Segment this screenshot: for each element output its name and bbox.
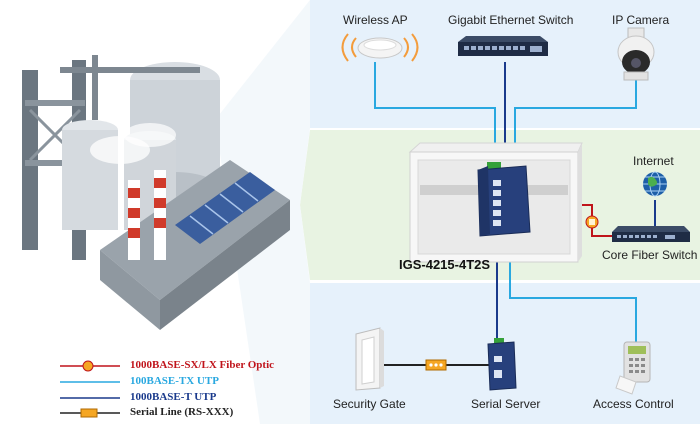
cable-access-control <box>509 235 637 342</box>
ip-camera-icon <box>617 27 655 81</box>
security-gate-icon <box>355 327 384 391</box>
wireless-ap-label: Wireless AP <box>343 13 408 27</box>
legend-label-serial: Serial Line (RS-XXX) <box>130 406 234 418</box>
legend-label-utp100: 100BASE-TX UTP <box>130 375 219 387</box>
security-gate-label: Security Gate <box>333 397 406 411</box>
gigabit-switch-icon <box>458 36 548 56</box>
wireless-ap-icon <box>341 33 419 62</box>
factory-illustration <box>22 55 290 330</box>
access-control-icon <box>615 341 651 395</box>
internet-globe-icon <box>643 171 667 197</box>
product-label: IGS-4215-4T2S <box>399 257 491 272</box>
serial-server-icon <box>487 338 517 391</box>
fiber-connector-icon <box>585 215 599 229</box>
core-fiber-switch-label: Core Fiber Switch <box>602 248 698 262</box>
cable-camera <box>514 80 637 168</box>
gigabit-switch-label: Gigabit Ethernet Switch <box>448 13 574 27</box>
internet-label: Internet <box>633 154 674 168</box>
serial-connector-icon <box>425 359 447 371</box>
legend-label-utp1000: 1000BASE-T UTP <box>130 391 217 403</box>
igs-4215-4t2s-device-icon <box>477 162 531 237</box>
serial-server-label: Serial Server <box>471 397 541 411</box>
access-control-label: Access Control <box>593 397 674 411</box>
legend-item-fiber-swatch <box>60 360 120 372</box>
core-fiber-switch-icon <box>612 226 690 242</box>
cable-ap <box>374 62 496 168</box>
legend-label-fiber: 1000BASE-SX/LX Fiber Optic <box>130 359 275 371</box>
legend-item-serial-swatch <box>60 408 120 418</box>
legend <box>60 360 120 418</box>
ip-camera-label: IP Camera <box>612 13 670 27</box>
